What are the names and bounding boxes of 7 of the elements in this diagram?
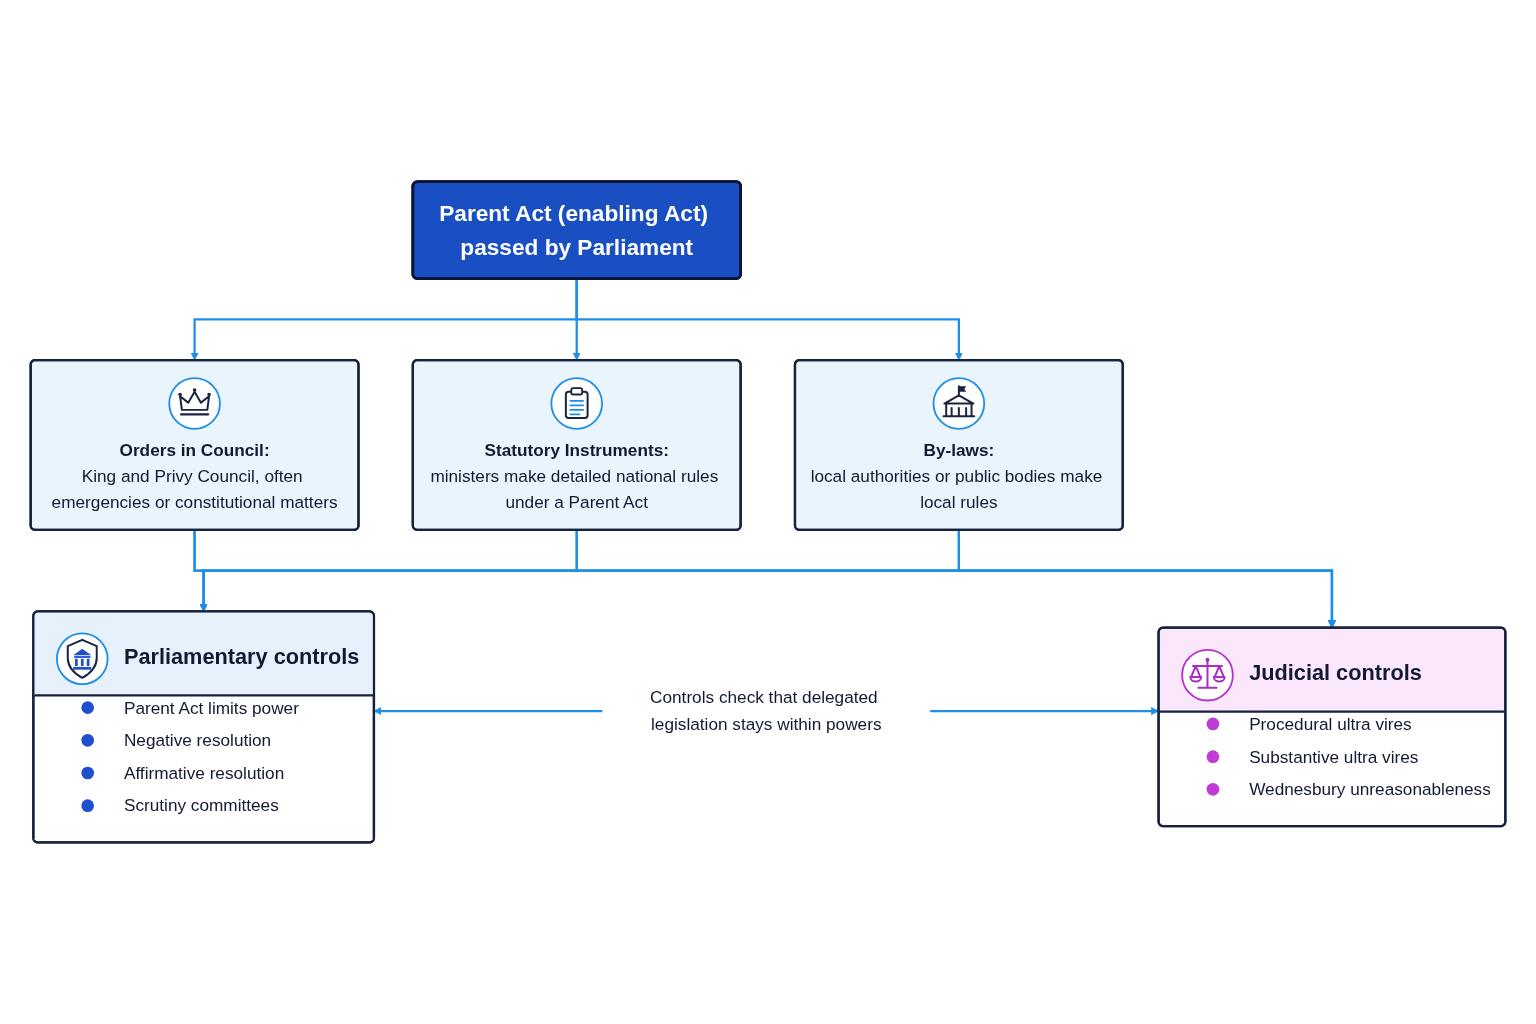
node-text: Controls check that delegated legislation stays within powers <box>650 687 882 733</box>
arrow <box>373 707 603 715</box>
arrow <box>575 278 963 361</box>
arrow <box>575 529 1336 628</box>
arrow <box>930 707 1159 715</box>
arrow <box>957 529 1336 628</box>
arrow <box>193 529 1336 628</box>
